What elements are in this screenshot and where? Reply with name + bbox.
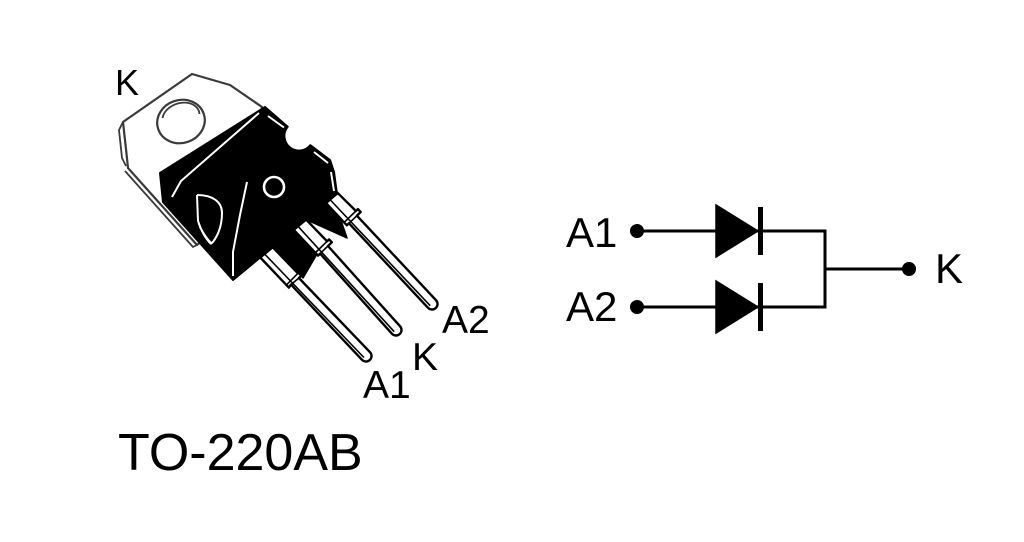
body-wedge-between-a2-k xyxy=(305,202,348,239)
tab-k-label: K xyxy=(115,62,139,103)
schematic: A1 A2 K xyxy=(566,203,963,335)
lead-k-step-lines xyxy=(315,240,329,255)
body-bevel-lines xyxy=(171,112,335,276)
diode-1 xyxy=(715,203,763,259)
body-dimple xyxy=(262,175,286,199)
schematic-cathode-label: K xyxy=(935,245,963,292)
pin-k-label: K xyxy=(412,336,438,379)
mounting-hole-rim xyxy=(161,101,201,119)
lead-a2 xyxy=(324,191,439,311)
lead-a1-outline xyxy=(259,246,373,363)
pin-a2-label: A2 xyxy=(442,299,490,342)
diode-2-triangle xyxy=(715,279,760,335)
tab-thickness-bottom-edge xyxy=(124,170,198,248)
schematic-anode2-label: A2 xyxy=(566,283,617,330)
lead-a2-edge-line xyxy=(329,198,431,307)
lead-a2-outline xyxy=(324,191,439,311)
tab-thickness-left-edge xyxy=(118,121,127,167)
cathode-terminal-dot xyxy=(902,262,916,276)
package-drawing: K A1 K A2 TO-220AB xyxy=(115,62,490,482)
schematic-anode1-label: A1 xyxy=(566,209,617,256)
body-wedge-between-k-a1 xyxy=(271,229,318,279)
diode-2 xyxy=(715,279,763,335)
pin-a1-label: A1 xyxy=(363,364,411,407)
lead-a1-step-lines xyxy=(285,272,300,286)
anode1-terminal-dot xyxy=(630,224,644,238)
lead-a1-edge-line xyxy=(264,253,365,359)
body-flap-detail xyxy=(196,194,224,245)
lead-k-outline xyxy=(292,218,403,337)
anode2-terminal-dot xyxy=(630,300,644,314)
package-caption: TO-220AB xyxy=(118,424,363,482)
mounting-hole xyxy=(156,98,206,145)
lead-k-edge-line xyxy=(297,225,395,333)
lead-k xyxy=(292,218,403,337)
lead-a2-step-lines xyxy=(343,210,358,224)
diode-1-triangle xyxy=(715,203,760,259)
lead-a1 xyxy=(259,246,373,363)
